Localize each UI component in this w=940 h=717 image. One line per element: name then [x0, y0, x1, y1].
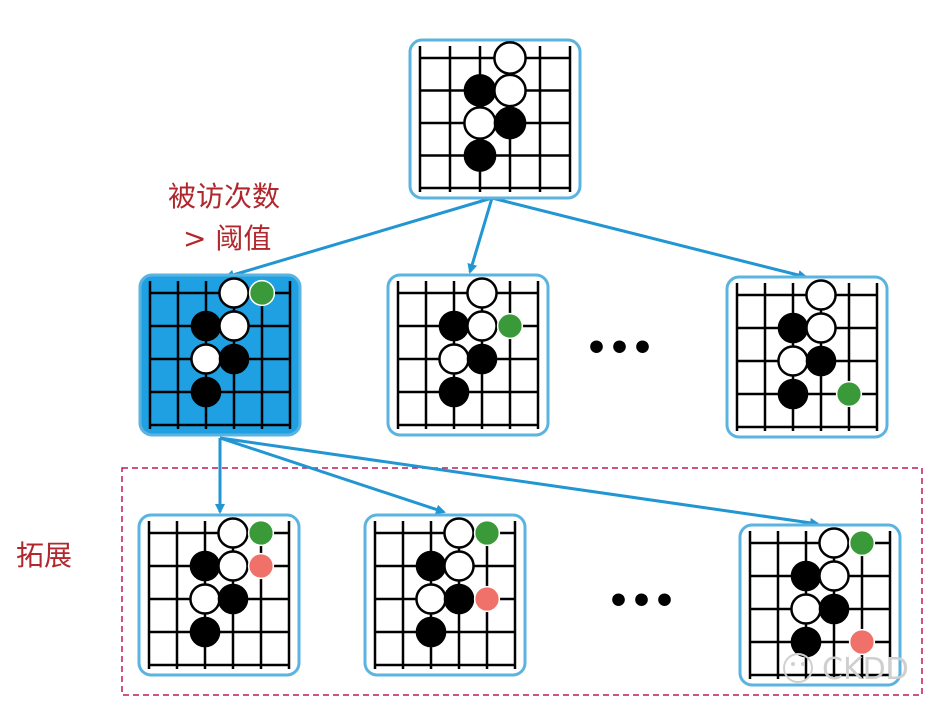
white-stone: [790, 593, 822, 625]
board-child-n: [725, 275, 889, 439]
edge-root-child-2: [467, 197, 494, 274]
edge-root-child-1: [224, 196, 493, 280]
green-stone: [848, 529, 876, 557]
white-stone: [217, 517, 249, 549]
white-stone: [190, 343, 222, 375]
white-stone: [777, 345, 809, 377]
white-stone: [805, 312, 837, 344]
white-stone: [805, 279, 837, 311]
wechat-icon-eye-left: [791, 662, 795, 666]
black-stone: [218, 343, 250, 375]
black-stone: [438, 310, 470, 342]
white-stone: [438, 343, 470, 375]
red-stone: [473, 585, 501, 613]
black-stone: [438, 376, 470, 408]
watermark: CKDD: [783, 652, 909, 687]
black-stone: [463, 74, 497, 107]
white-stone: [218, 277, 250, 309]
white-stone: [218, 310, 250, 342]
white-stone: [818, 560, 850, 592]
black-stone: [190, 376, 222, 408]
wechat-icon-eye-right: [801, 662, 805, 666]
white-stone: [818, 527, 850, 559]
visit-count-label-line2: > 阈值: [183, 222, 271, 255]
black-stone: [818, 593, 850, 625]
white-stone: [493, 73, 527, 108]
black-stone: [415, 616, 447, 648]
black-stone: [777, 312, 809, 344]
board-child-selected: [138, 273, 302, 437]
white-stone: [466, 277, 498, 309]
black-stone: [463, 139, 497, 172]
green-stone: [247, 519, 275, 547]
watermark-text: CKDD: [822, 652, 909, 687]
ellipsis-expansions: •••: [607, 581, 676, 622]
green-stone: [496, 312, 524, 340]
edge-root-child-n: [491, 196, 808, 280]
white-stone: [443, 517, 475, 549]
expand-label: 拓展: [16, 539, 72, 572]
green-stone: [473, 519, 501, 547]
black-stone: [466, 343, 498, 375]
black-stone: [189, 550, 221, 582]
expansion-region: [121, 467, 923, 696]
ellipsis-children: •••: [585, 328, 654, 369]
white-stone: [466, 310, 498, 342]
black-stone: [777, 378, 809, 410]
edge-child-1-expand-n: [219, 436, 820, 528]
wechat-icon: [783, 653, 813, 683]
white-stone: [443, 550, 475, 582]
green-stone: [248, 279, 276, 307]
black-stone: [190, 310, 222, 342]
board-expand-2: [363, 513, 527, 677]
black-stone: [217, 583, 249, 615]
red-stone: [247, 552, 275, 580]
black-stone: [790, 626, 822, 658]
black-stone: [189, 616, 221, 648]
black-stone: [415, 550, 447, 582]
visit-count-label-line1: 被访次数: [168, 180, 280, 213]
white-stone: [463, 106, 497, 140]
white-stone: [217, 550, 249, 582]
board-expand-1: [137, 513, 301, 677]
red-stone: [848, 628, 876, 656]
board-expand-n: [738, 523, 902, 687]
black-stone: [790, 560, 822, 592]
green-stone: [835, 380, 863, 408]
edge-child-1-expand-2: [219, 436, 446, 515]
board-child-2: [386, 273, 550, 437]
white-stone: [415, 583, 447, 615]
board-root: [408, 38, 582, 200]
black-stone: [805, 345, 837, 377]
white-stone: [493, 41, 527, 75]
white-stone: [189, 583, 221, 615]
tree-edges: [215, 196, 820, 528]
black-stone: [443, 583, 475, 615]
black-stone: [493, 106, 527, 140]
